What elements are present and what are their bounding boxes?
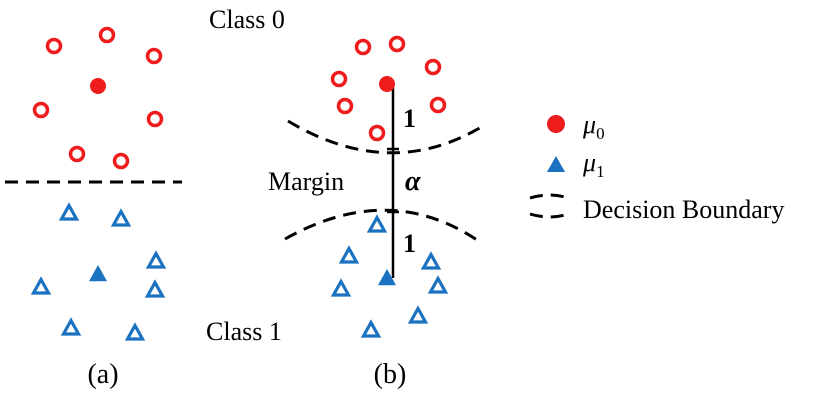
class0-samples-a: [32, 26, 164, 170]
legend-mu1-marker: [547, 156, 565, 172]
class1-sample-marker: [330, 278, 352, 297]
class0-mean-marker: [379, 76, 395, 92]
class1-sample-marker: [60, 317, 82, 336]
legend-boundary-lower-dash: [529, 212, 569, 219]
legend-boundary-upper-dash: [529, 193, 569, 200]
margin-label: Margin: [268, 167, 344, 196]
class1-sample-marker: [145, 250, 167, 269]
panel-a: (a): [5, 26, 182, 390]
decision-boundary-upper: [287, 119, 484, 155]
panel-b: Class 0 Class 1 1 α 1 Margin (b): [206, 5, 484, 390]
class1-sample-marker: [124, 322, 146, 341]
class1-sample-marker: [407, 305, 429, 324]
class1-samples-b: [330, 214, 449, 338]
class0-sample-marker: [424, 58, 442, 76]
class0-sample-marker: [68, 145, 86, 163]
class1-sample-marker: [427, 275, 449, 294]
class1-sample-marker: [110, 208, 132, 227]
class0-sample-marker: [336, 97, 354, 115]
class0-sample-marker: [145, 47, 163, 65]
class0-sample-marker: [98, 26, 116, 44]
class0-sample-marker: [330, 70, 348, 88]
class0-label: Class 0: [209, 5, 285, 34]
class1-sample-marker: [30, 276, 52, 295]
panel-a-label: (a): [87, 359, 118, 390]
class0-sample-marker: [429, 96, 447, 114]
legend-mu0-label: μ0: [582, 110, 605, 143]
legend-boundary-label: Decision Boundary: [583, 195, 784, 224]
distance-label-upper: 1: [403, 104, 416, 133]
class0-sample-marker: [45, 37, 63, 55]
alpha-label: α: [405, 166, 421, 197]
class1-sample-marker: [420, 251, 442, 270]
legend: μ0 μ1 Decision Boundary: [529, 110, 784, 224]
class1-sample-marker: [144, 279, 166, 298]
class1-sample-marker: [338, 245, 360, 264]
legend-mu1-label: μ1: [582, 148, 605, 181]
class0-samples-b: [330, 35, 447, 142]
legend-mu0-marker: [547, 115, 565, 133]
panel-b-label: (b): [374, 359, 407, 390]
decision-boundary-lower: [284, 208, 481, 244]
class1-mean-marker: [378, 269, 396, 286]
class1-mean-marker: [89, 265, 107, 282]
class1-samples-a: [30, 202, 167, 341]
distance-label-lower: 1: [403, 229, 416, 258]
class1-label: Class 1: [206, 317, 282, 346]
class0-sample-marker: [112, 152, 130, 170]
class1-sample-marker: [366, 214, 388, 233]
class0-sample-marker: [354, 38, 372, 56]
class0-sample-marker: [388, 35, 406, 53]
class0-sample-marker: [32, 101, 50, 119]
class1-sample-marker: [360, 319, 382, 338]
class0-mean-marker: [90, 78, 106, 94]
class1-sample-marker: [58, 202, 80, 221]
class0-sample-marker: [368, 124, 386, 142]
class0-sample-marker: [146, 110, 164, 128]
